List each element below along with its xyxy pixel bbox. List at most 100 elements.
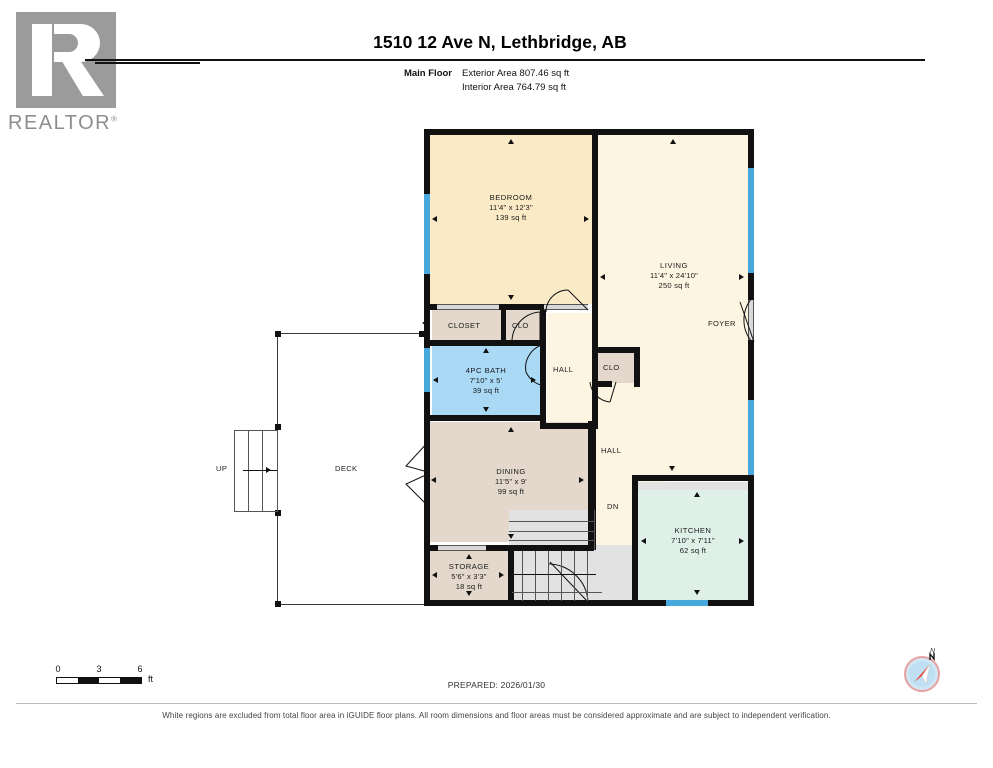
dim-arrow [584, 216, 589, 222]
dim-arrow [739, 274, 744, 280]
dim-arrow [531, 377, 536, 383]
interior-wall-bath-bottom [429, 415, 542, 421]
stair-down-arrow [509, 571, 514, 577]
storage-dims: 5'6" x 3'3" [451, 572, 487, 581]
deck-corner-dot [275, 601, 281, 607]
dim-arrow [466, 554, 472, 559]
room-label-bedroom: BEDROOM 11'4" x 12'3" 139 sq ft [461, 193, 561, 223]
scale-segment [99, 678, 120, 683]
hall-lower-label: HALL [601, 446, 622, 455]
realtor-wordmark: REALTOR® [8, 112, 119, 135]
deck-corner-dot [419, 331, 425, 337]
window-bedroom-west [424, 194, 430, 274]
floor-label: Main Floor [403, 68, 452, 79]
interior-wall-closet-divider [501, 310, 506, 342]
foyer-door-swing-arc [739, 297, 755, 343]
kitchen-area: 62 sq ft [679, 546, 707, 555]
room-label-living: LIVING 11'4" x 24'10" 250 sq ft [624, 261, 724, 291]
room-label-kitchen: KITCHEN 7'10" x 7'11" 62 sq ft [643, 526, 743, 556]
exterior-wall-bottom [424, 600, 754, 606]
clo-right-door-swing-arc [589, 381, 617, 403]
stair-tread [561, 551, 562, 601]
scale-unit-label: ft [148, 674, 154, 684]
clo-left-label: CLO [512, 321, 529, 330]
bedroom-door-swing-arc [545, 289, 589, 313]
scale-tick-3: 3 [96, 664, 102, 674]
interior-wall-dining-bottom [514, 545, 594, 551]
dim-arrow [739, 538, 744, 544]
hall-upper-label: HALL [553, 365, 574, 374]
living-dims: 11'4" x 24'10" [649, 271, 699, 280]
kitchen-counter-strip [638, 482, 748, 490]
closet-label: CLOSET [448, 321, 481, 330]
kitchen-dims: 7'10" x 7'11" [671, 536, 715, 545]
dim-arrow [600, 274, 605, 280]
stair-direction-line [514, 574, 596, 575]
storage-area: 18 sq ft [455, 582, 483, 591]
compass-north-label: N [930, 648, 936, 655]
dim-arrow [466, 591, 472, 596]
door-opening-bedroom-closet [437, 304, 499, 310]
dim-arrow [499, 572, 504, 578]
interior-area: Interior Area 764.79 sq ft [462, 82, 567, 93]
dim-arrow [579, 477, 584, 483]
deck-stairs-up [234, 430, 278, 512]
window-living-east [748, 168, 754, 273]
interior-wall-hall-bottom [540, 423, 596, 429]
door-opening-bath-top [544, 304, 588, 310]
stair-tread [248, 430, 249, 512]
dim-arrow [483, 348, 489, 353]
foyer-label: FOYER [708, 319, 736, 328]
dining-name: DINING [496, 467, 526, 476]
dim-arrow [483, 407, 489, 412]
dim-arrow [694, 492, 700, 497]
room-label-dining: DINING 11'5" x 9' 99 sq ft [461, 467, 561, 497]
exterior-wall-right [748, 129, 754, 606]
interior-wall-kitchen-left [632, 475, 638, 606]
dim-arrow [508, 534, 514, 539]
dim-arrow [508, 295, 514, 300]
scale-tick-6: 6 [137, 664, 143, 674]
floor-areas: Exterior Area 807.46 sq ft Interior Area… [462, 67, 569, 95]
closet-fill [432, 310, 502, 341]
bedroom-name: BEDROOM [489, 193, 533, 202]
stair-tread [509, 521, 594, 522]
living-area: 250 sq ft [658, 281, 690, 290]
room-living-fill [598, 134, 750, 481]
door-opening-storage-top [438, 545, 486, 551]
window-kitchen-south [666, 600, 708, 606]
clo-right-label: CLO [603, 363, 620, 372]
dim-arrow [669, 466, 675, 471]
deck-corner-dot [275, 424, 281, 430]
dim-arrow [641, 538, 646, 544]
deck-label: DECK [335, 464, 358, 473]
scale-segment [120, 678, 141, 683]
hall-upper-fill [547, 313, 595, 425]
floor-meta: Main Floor Exterior Area 807.46 sq ft In… [380, 67, 569, 95]
exterior-wall-top [424, 129, 754, 135]
stair-direction-line [243, 470, 277, 471]
interior-stair-landing-fill [594, 545, 637, 601]
interior-wall-clo-right-east [634, 347, 640, 387]
dim-arrow [508, 427, 514, 432]
realtor-logo-bar [32, 24, 52, 96]
stair-rail-line [594, 510, 595, 550]
stair-tread [262, 430, 263, 512]
up-label: UP [216, 464, 228, 473]
exterior-area: Exterior Area 807.46 sq ft [462, 68, 570, 79]
stair-tread [509, 531, 594, 532]
stair-tread [522, 551, 523, 601]
interior-wall-bedroom-living [592, 129, 598, 309]
deck-corner-dot [275, 331, 281, 337]
storage-name: STORAGE [448, 562, 490, 571]
dim-arrow [508, 139, 514, 144]
dining-area: 99 sq ft [497, 487, 525, 496]
dim-arrow [433, 377, 438, 383]
clo-left-door-swing-arc [511, 311, 541, 342]
bedroom-dims: 11'4" x 12'3" [489, 203, 533, 212]
dn-label: DN [607, 502, 619, 511]
clo-right-fill [595, 352, 637, 383]
scale-tick-0: 0 [55, 664, 61, 674]
